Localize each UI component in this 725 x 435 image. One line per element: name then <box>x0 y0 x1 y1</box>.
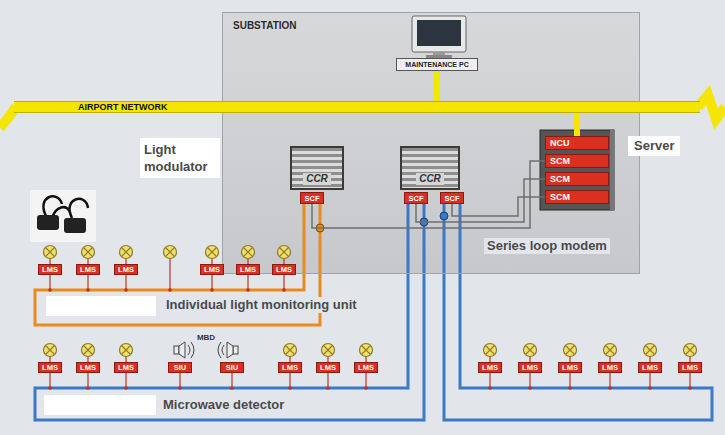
node-text: LMS <box>642 363 658 372</box>
lms-box: LMS <box>272 264 296 275</box>
lms-box: LMS <box>478 362 502 373</box>
lms-box: LMS <box>114 264 138 275</box>
microwave-detector-icon <box>174 342 238 358</box>
node-text: AIRPORT NETWORK <box>78 102 168 112</box>
callout-label: Series loop modem <box>484 238 610 254</box>
lamp-stem <box>50 357 366 388</box>
lms-box: LMS <box>678 362 702 373</box>
node-text: LMS <box>118 265 134 274</box>
lms-box: LMS <box>558 362 582 373</box>
lms-box: LMS <box>354 362 378 373</box>
blank-patch <box>44 395 156 415</box>
node-text: LMS <box>282 363 298 372</box>
scf-box: SCF <box>300 192 324 204</box>
node-text: LMS <box>276 265 292 274</box>
callout-label: Server <box>628 136 680 156</box>
lms-box: LMS <box>518 362 542 373</box>
blank-patch <box>46 296 156 316</box>
node-text: LMS <box>562 363 578 372</box>
series-loop <box>35 204 424 420</box>
node-text: LMS <box>482 363 498 372</box>
lms-box: LMS <box>38 264 62 275</box>
monitor-icon <box>412 16 466 58</box>
lms-box: LMS <box>114 362 138 373</box>
scm-module: SCM <box>545 190 609 204</box>
lms-box: LMS <box>638 362 662 373</box>
device-label: MBD <box>194 333 218 343</box>
callout-label: Microwave detector <box>160 397 287 413</box>
scm-module: SCM <box>545 172 609 186</box>
scm-module: SCM <box>545 154 609 168</box>
lms-box: LMS <box>76 264 100 275</box>
ccr-unit: CCR <box>400 146 460 190</box>
node-text: SCM <box>550 191 570 203</box>
sensor-photo <box>30 190 96 242</box>
node-text: SCM <box>550 173 570 185</box>
node-text: LMS <box>320 363 336 372</box>
lms-box: LMS <box>200 264 224 275</box>
scf-box: SCF <box>404 192 428 204</box>
node-text: NCU <box>550 137 570 149</box>
node-text: SIU <box>226 363 239 372</box>
node-text: SCF <box>305 194 320 203</box>
pc-label-box: MAINTENANCE PC <box>396 58 478 71</box>
substation-fill <box>222 12 640 274</box>
scf-box: SCF <box>440 192 464 204</box>
connector <box>434 71 440 101</box>
substation-box: SUBSTATION MAINTENANCE PC CCR CCR NCU SCF SCF S… <box>222 12 640 274</box>
node-text: CCR <box>416 173 444 185</box>
lms-box: LMS <box>278 362 302 373</box>
network-end <box>698 95 725 119</box>
node-text: LMS <box>602 363 618 372</box>
node-text: SCM <box>550 155 570 167</box>
ncu-module: NCU <box>545 136 609 150</box>
lamp-stem <box>50 259 284 290</box>
callout-label: Individual light monitoring unit <box>163 297 360 313</box>
node-text: MAINTENANCE PC <box>405 61 468 68</box>
node-text: LMS <box>240 265 256 274</box>
loop-coupler <box>440 212 448 220</box>
tap-dots <box>48 288 692 390</box>
node-text: LMS <box>42 265 58 274</box>
node-text: LMS <box>358 363 374 372</box>
node-text: LMS <box>682 363 698 372</box>
server-rack <box>540 130 614 210</box>
callout-label: Light modulator <box>140 138 220 178</box>
lamp-symbol <box>44 246 697 357</box>
connector <box>452 197 545 216</box>
siu-box: SIU <box>168 362 192 373</box>
ccr-unit: CCR <box>290 146 344 190</box>
lms-box: LMS <box>316 362 340 373</box>
node-text: SUBSTATION <box>233 20 297 31</box>
connector <box>574 113 580 136</box>
lamp-stem <box>490 357 690 388</box>
node-text: LMS <box>80 265 96 274</box>
lms-box: LMS <box>38 362 62 373</box>
siu-box: SIU <box>220 362 244 373</box>
lms-box: LMS <box>76 362 100 373</box>
lms-box: LMS <box>598 362 622 373</box>
node-text: SIU <box>174 363 187 372</box>
node-text: SCF <box>445 194 460 203</box>
series-loop <box>444 204 712 420</box>
network-band: AIRPORT NETWORK <box>14 101 700 113</box>
lms-box: LMS <box>236 264 260 275</box>
node-text: LMS <box>42 363 58 372</box>
node-text: LMS <box>80 363 96 372</box>
node-text: CCR <box>303 173 331 185</box>
node-text: LMS <box>118 363 134 372</box>
node-text: LMS <box>204 265 220 274</box>
node-text: LMS <box>522 363 538 372</box>
node-text: SCF <box>409 194 424 203</box>
